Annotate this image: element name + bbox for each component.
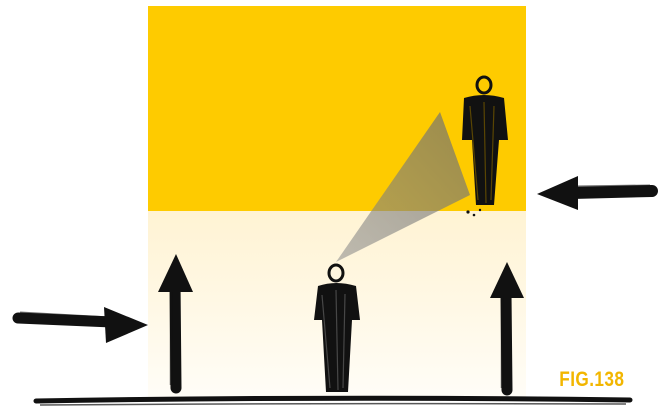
ground-line [36, 398, 630, 401]
arrow-left-inward [18, 307, 148, 343]
arrow-right-inward [537, 176, 652, 210]
figure-label: FIG.138 [559, 368, 624, 392]
